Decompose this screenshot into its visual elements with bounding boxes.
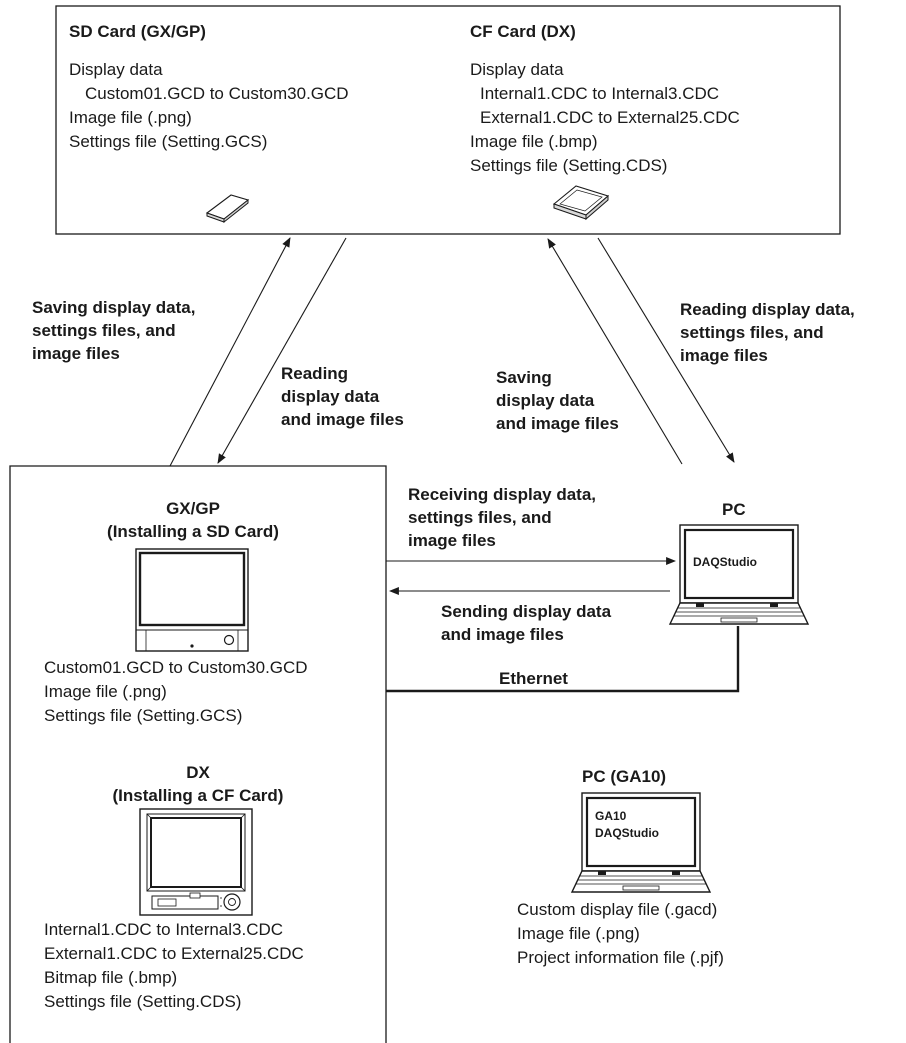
label-receiving-1: Receiving display data, <box>408 485 597 504</box>
label-reading-right-2: settings files, and <box>680 323 824 342</box>
label-saving-right-2: display data <box>496 391 595 410</box>
label-reading-right-1: Reading display data, <box>680 300 855 319</box>
label-saving-left-1: Saving display data, <box>32 298 196 317</box>
dx-recorder-icon <box>139 808 253 916</box>
cf-line-external-files: External1.CDC to External25.CDC <box>480 108 740 127</box>
label-saving-left-3: image files <box>32 344 120 363</box>
label-receiving-2: settings files, and <box>408 508 552 527</box>
sd-line-custom-files: Custom01.GCD to Custom30.GCD <box>85 84 349 103</box>
recorder-box <box>9 465 387 1043</box>
label-sending-1: Sending display data <box>441 602 612 621</box>
sd-card-title: SD Card (GX/GP) <box>69 22 206 41</box>
pc-laptop-icon <box>668 524 810 625</box>
cf-line-display-data: Display data <box>470 60 564 79</box>
label-saving-right-1: Saving <box>496 368 552 387</box>
ethernet-cable <box>386 626 740 693</box>
cf-card-icon <box>552 185 610 221</box>
pc-ga10-screen-line-1: GA10 <box>595 809 627 823</box>
arrow-reading-left <box>217 237 347 464</box>
gx-subtitle: (Installing a SD Card) <box>107 522 279 541</box>
dx-file-internal: Internal1.CDC to Internal3.CDC <box>44 920 284 939</box>
sd-line-display-data: Display data <box>69 60 163 79</box>
label-ethernet: Ethernet <box>499 669 568 688</box>
cf-card-title: CF Card (DX) <box>470 22 576 41</box>
cf-line-image-file: Image file (.bmp) <box>470 132 598 151</box>
gx-recorder-icon <box>135 548 249 652</box>
dx-file-external: External1.CDC to External25.CDC <box>44 944 304 963</box>
arrow-saving-right <box>547 238 683 465</box>
pc-ga10-screen-line-2: DAQStudio <box>595 826 659 840</box>
gx-title: GX/GP <box>166 499 220 518</box>
ga10-file-project: Project information file (.pjf) <box>517 948 724 967</box>
ga10-file-image: Image file (.png) <box>517 924 640 943</box>
pc-screen-label: DAQStudio <box>693 555 757 569</box>
storage-box <box>55 5 841 235</box>
dx-subtitle: (Installing a CF Card) <box>112 786 284 805</box>
gx-file-settings: Settings file (Setting.GCS) <box>44 706 243 725</box>
dx-file-bitmap: Bitmap file (.bmp) <box>44 968 178 987</box>
dx-title: DX <box>186 763 210 782</box>
label-reading-right-3: image files <box>680 346 768 365</box>
ga10-file-custom-display: Custom display file (.gacd) <box>517 900 718 919</box>
cf-line-settings-file: Settings file (Setting.CDS) <box>470 156 668 175</box>
gx-file-image: Image file (.png) <box>44 682 167 701</box>
label-receiving-3: image files <box>408 531 496 550</box>
label-saving-right-3: and image files <box>496 414 619 433</box>
pc-ga10-laptop-icon <box>570 792 712 893</box>
label-reading-left-2: display data <box>281 387 380 406</box>
sd-line-image-file: Image file (.png) <box>69 108 192 127</box>
gx-file-custom: Custom01.GCD to Custom30.GCD <box>44 658 308 677</box>
dx-file-settings: Settings file (Setting.CDS) <box>44 992 242 1011</box>
label-sending-2: and image files <box>441 625 564 644</box>
label-saving-left-2: settings files, and <box>32 321 176 340</box>
label-reading-left-1: Reading <box>281 364 349 383</box>
pc-ga10-title: PC (GA10) <box>582 767 667 786</box>
cf-line-internal-files: Internal1.CDC to Internal3.CDC <box>480 84 720 103</box>
sd-card-icon <box>205 194 250 224</box>
arrow-reading-right <box>597 237 735 463</box>
sd-line-settings-file: Settings file (Setting.GCS) <box>69 132 268 151</box>
pc-title: PC <box>722 500 746 519</box>
arrow-saving-left <box>169 237 291 467</box>
label-reading-left-3: and image files <box>281 410 404 429</box>
